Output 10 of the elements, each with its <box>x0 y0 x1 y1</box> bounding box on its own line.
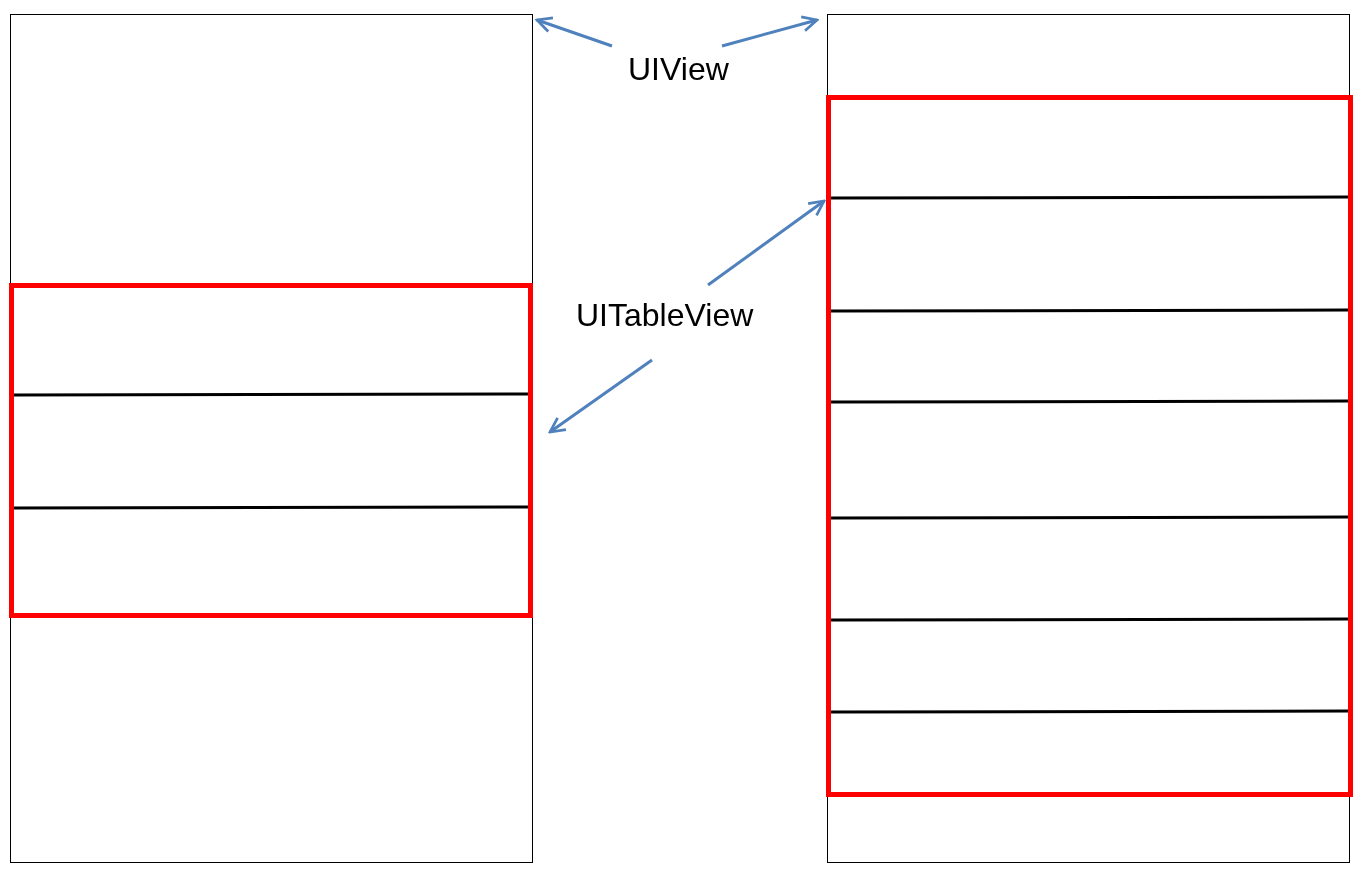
table-view-box <box>9 283 533 618</box>
table-view-box <box>826 95 1353 797</box>
view-label: UITableView <box>576 296 754 335</box>
arrow <box>548 358 653 434</box>
arrow <box>707 199 826 287</box>
arrow <box>721 15 819 48</box>
view-box <box>827 14 1350 863</box>
view-box <box>10 14 533 863</box>
arrow <box>535 16 613 48</box>
view-label: UIView <box>628 50 729 89</box>
